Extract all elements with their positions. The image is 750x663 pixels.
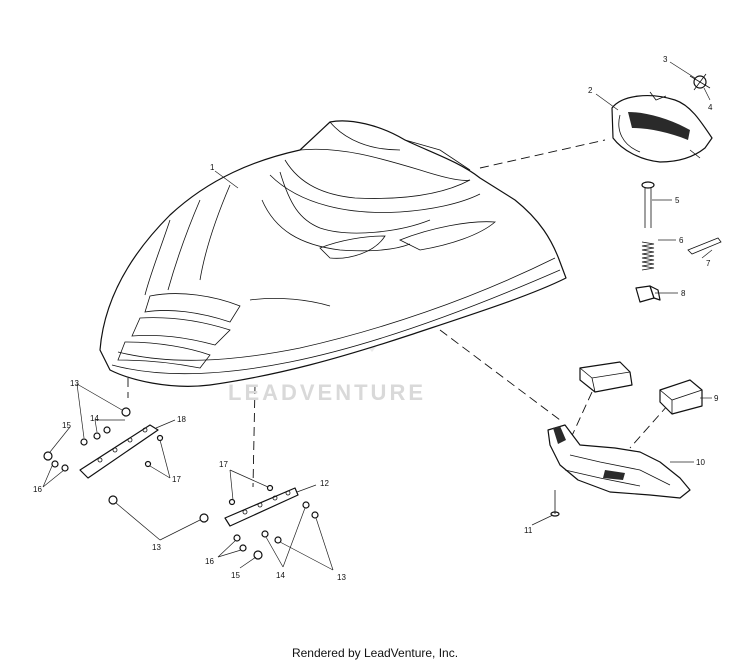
callout-10: 10 xyxy=(696,458,705,467)
connector-hood-headlight xyxy=(479,139,606,169)
callout-5: 5 xyxy=(675,196,680,205)
callout-16-mid: 16 xyxy=(205,557,214,566)
callout-2: 2 xyxy=(588,86,593,95)
bulb xyxy=(689,73,711,91)
spring xyxy=(641,241,655,271)
callout-4: 4 xyxy=(708,103,713,112)
callout-13-left-bottom: 13 xyxy=(152,543,161,552)
callouts: 1 2 3 4 5 6 7 8 9 10 11 13 14 15 16 17 1… xyxy=(33,55,719,582)
mid-fasteners xyxy=(199,484,319,560)
leader-lines xyxy=(42,61,713,571)
callout-16-left: 16 xyxy=(33,485,42,494)
callout-13-left-top: 13 xyxy=(70,379,79,388)
callout-14-mid: 14 xyxy=(276,571,285,580)
callout-13-mid: 13 xyxy=(337,573,346,582)
instrument-bracket xyxy=(547,424,691,499)
connector-foam-block-2 xyxy=(629,404,669,449)
connector-hood-bracket xyxy=(439,329,561,421)
bolt xyxy=(641,181,655,228)
callout-15-mid: 15 xyxy=(231,571,240,580)
connector-foam-block xyxy=(569,391,593,441)
callout-17-left: 17 xyxy=(172,475,181,484)
foam-block-2 xyxy=(659,379,703,415)
callout-3: 3 xyxy=(663,55,668,64)
left-fasteners xyxy=(43,407,164,505)
headlight-assembly xyxy=(611,91,713,163)
callout-15-left: 15 xyxy=(62,421,71,430)
left-hinge-bracket xyxy=(79,424,159,479)
callout-14-left: 14 xyxy=(90,414,99,423)
foam-block-1 xyxy=(579,361,633,393)
mid-hinge-bracket xyxy=(224,487,299,527)
callout-17-mid: 17 xyxy=(219,460,228,469)
callout-11: 11 xyxy=(524,526,533,535)
screw xyxy=(550,490,560,517)
adjuster-nut xyxy=(635,285,661,303)
clip xyxy=(687,237,722,255)
callout-18: 18 xyxy=(177,415,186,424)
callout-1: 1 xyxy=(210,163,215,172)
hood-assembly xyxy=(99,120,567,387)
callout-8: 8 xyxy=(681,289,686,298)
connector-hood-mid-hinge xyxy=(252,384,256,488)
callout-12: 12 xyxy=(320,479,329,488)
watermark-text: LEADVENTURE xyxy=(228,380,427,405)
callout-7: 7 xyxy=(706,259,711,268)
footer-credit: Rendered by LeadVenture, Inc. xyxy=(291,646,459,660)
callout-6: 6 xyxy=(679,236,684,245)
callout-9: 9 xyxy=(714,394,719,403)
